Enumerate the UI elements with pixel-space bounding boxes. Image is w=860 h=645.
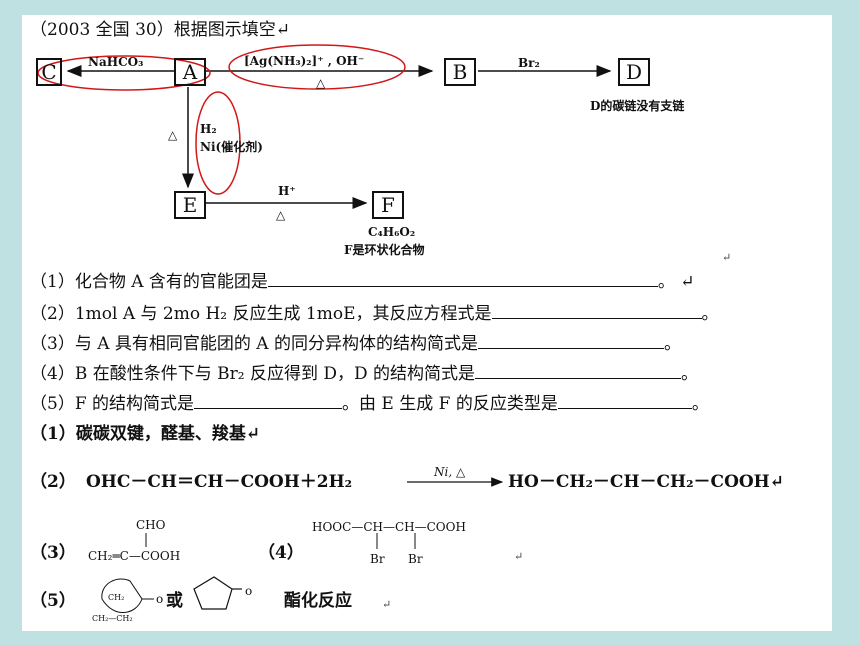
answer-blank <box>194 391 343 409</box>
reagent-br2: Br₂ <box>518 56 540 70</box>
ring-label: CH₂—CH₂ <box>92 614 133 623</box>
compound-box-f: F <box>372 191 404 219</box>
answer-blank <box>557 391 692 409</box>
return-mark: ↵ <box>382 598 392 611</box>
reagent-h2: H₂ <box>200 122 217 136</box>
answer-blank <box>477 331 664 349</box>
question-2: （2）1mol A 与 2mo H₂ 反应生成 1moE，其反应方程式是。 <box>30 301 719 324</box>
reagent-h-plus: H⁺ <box>278 184 296 198</box>
compound-box-b: B <box>444 58 476 86</box>
answer-5-or: 或 <box>166 591 183 611</box>
compound-box-d: D <box>618 58 650 86</box>
compound-box-c: C <box>36 58 62 86</box>
answer-blank <box>267 269 658 287</box>
return-mark: ↵ <box>722 251 732 264</box>
answer-2-reactants: OHC－CH＝CH－COOH＋2H₂ <box>86 472 353 492</box>
lactone-ring-1 <box>101 578 143 613</box>
problem-header: （2003 全国 30）根据图示填空↵ <box>30 20 290 40</box>
answer-1: （1）碳碳双键，醛基、羧基↵ <box>30 424 261 444</box>
answer-4-br: Br <box>370 552 385 566</box>
return-mark: ↵ <box>514 550 524 563</box>
compound-box-e: E <box>174 191 206 219</box>
highlight-ellipse-h2 <box>195 91 241 195</box>
worksheet: （2003 全国 30）根据图示填空↵ C A B D E F NaHCO₃ [… <box>22 15 832 631</box>
reagent-ni-catalyst: Ni(催化剂) <box>200 140 263 154</box>
ring-label: CH₂ <box>108 593 125 602</box>
answer-3-cho: CHO <box>136 518 166 532</box>
answer-4-br: Br <box>408 552 423 566</box>
note-f-cyclic: F是环状化合物 <box>344 243 425 257</box>
answer-2-product: HO－CH₂－CH－CH₂－COOH↵ <box>508 472 784 492</box>
answer-3-label: （3） <box>30 543 76 563</box>
reagent-nahco3: NaHCO₃ <box>88 55 144 69</box>
formula-f: C₄H₆O₂ <box>368 225 416 239</box>
answer-5-reaction-type: 酯化反应 <box>284 591 352 611</box>
answer-blank <box>491 301 702 319</box>
answer-blank <box>475 361 682 379</box>
heat-symbol: △ <box>316 76 326 90</box>
answer-5-label: （5） <box>30 591 76 611</box>
highlight-ellipse-silver <box>228 44 406 90</box>
answer-2-label: （2） <box>30 472 76 492</box>
question-5: （5）F 的结构简式是。由 E 生成 F 的反应类型是。 <box>30 391 709 414</box>
heat-symbol: △ <box>168 128 178 142</box>
answer-2-condition: Ni, △ <box>434 465 466 479</box>
question-3: （3）与 A 具有相同官能团的 A 的同分异构体的结构简式是。 <box>30 331 681 354</box>
carbonyl-oxygen: o <box>156 592 164 606</box>
compound-box-a: A <box>174 58 206 86</box>
scheme-lines <box>37 44 612 613</box>
question-4: （4）B 在酸性条件下与 Br₂ 反应得到 D，D 的结构简式是。 <box>30 361 698 384</box>
answer-4-structure: HOOC—CH—CH—COOH <box>312 520 466 534</box>
reagent-silver-ammonia: [Ag(NH₃)₂]⁺ , OH⁻ <box>244 54 365 68</box>
lactone-ring-2 <box>193 576 233 610</box>
question-1: （1）化合物 A 含有的官能团是。 ↵ <box>30 269 695 292</box>
note-d-chain: D的碳链没有支链 <box>590 99 685 113</box>
answer-3-structure: CH₂═C—COOH <box>88 549 181 563</box>
carbonyl-oxygen: o <box>245 584 253 598</box>
answer-4-label: （4） <box>258 543 304 563</box>
heat-symbol: △ <box>276 208 286 222</box>
highlight-ellipse-nahco3 <box>37 55 211 91</box>
